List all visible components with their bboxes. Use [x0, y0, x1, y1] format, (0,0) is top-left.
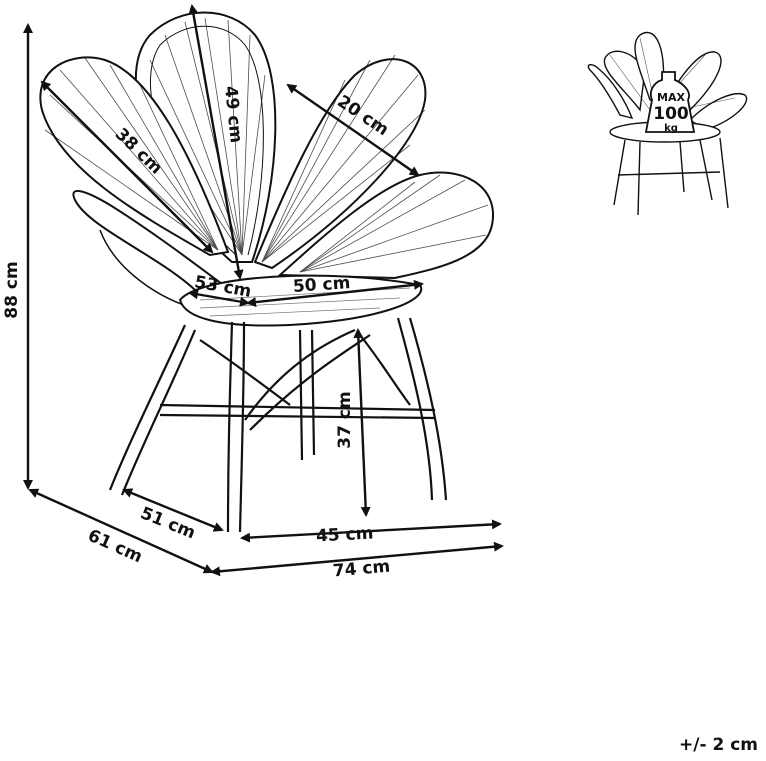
label-leg-width: 45 cm [316, 524, 374, 547]
weight-badge-unit: kg [664, 123, 678, 134]
label-overall-depth: 61 cm [85, 526, 146, 568]
weight-capacity-illustration [587, 31, 748, 216]
dim-line-seat-height [353, 328, 371, 517]
label-seat-width: 50 cm [292, 273, 351, 297]
label-height-total: 88 cm [2, 261, 22, 318]
dim-line-overall-depth [28, 488, 214, 574]
dim-line-back-height-center [188, 4, 244, 280]
weight-badge-text: MAX 100 kg [653, 91, 689, 134]
dim-line-back-width-left [40, 80, 214, 254]
chair-drawing [39, 11, 495, 533]
dim-line-leg-width [240, 519, 502, 543]
label-overall-width: 74 cm [332, 557, 391, 582]
label-leg-depth: 51 cm [138, 503, 199, 543]
dim-line-seat-width [246, 279, 424, 308]
dimension-lines [23, 4, 504, 577]
chair-frame [108, 317, 448, 533]
dim-line-overall-width [210, 541, 504, 577]
weight-badge-value: 100 [653, 104, 689, 124]
dim-line-petal-width [286, 83, 420, 177]
dim-line-seat-depth [188, 289, 250, 307]
tolerance-note: +/- 2 cm [679, 735, 758, 755]
petal-right [277, 171, 495, 280]
weight-badge-max: MAX [657, 91, 685, 104]
label-seat-height: 37 cm [335, 391, 355, 448]
